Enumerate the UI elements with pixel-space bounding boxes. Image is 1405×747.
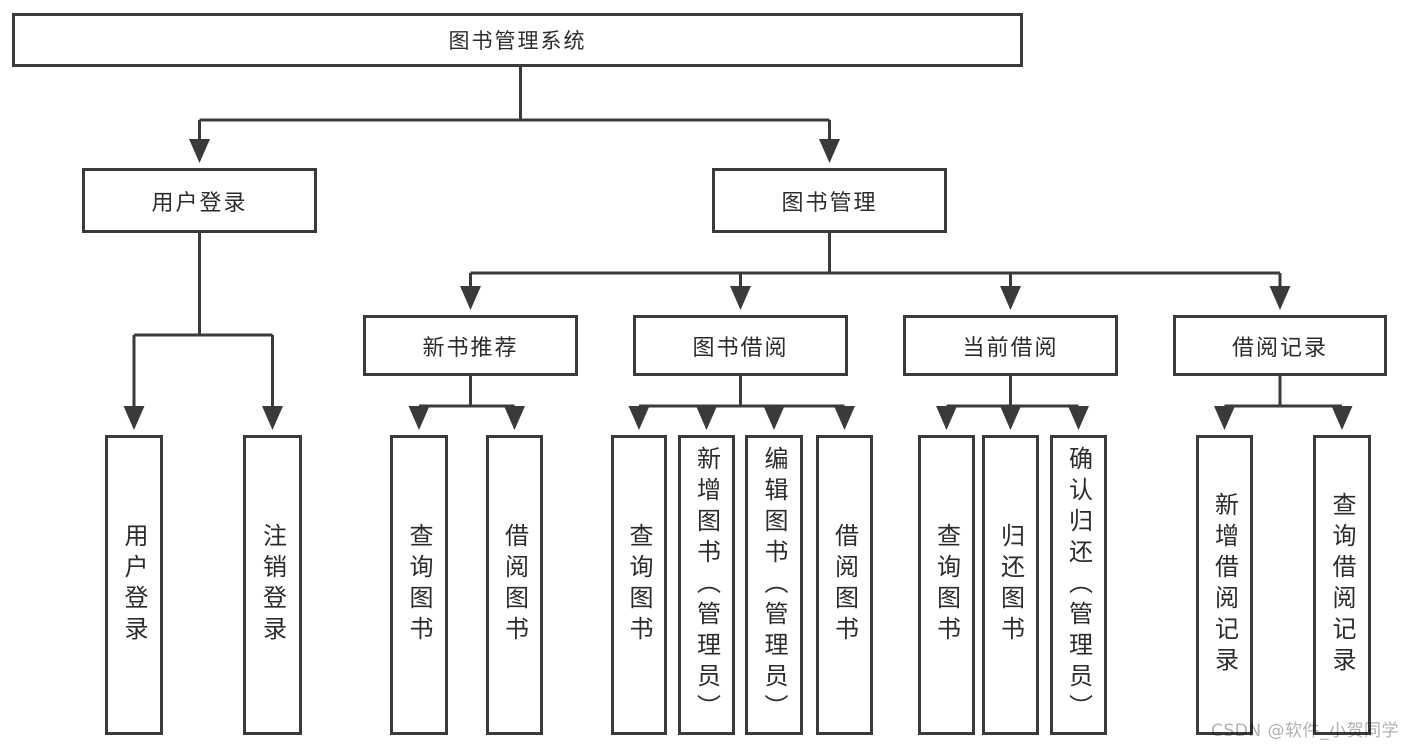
node-book-management-label: 图书管理 bbox=[781, 190, 878, 216]
node-book-borrow: 图书借阅 bbox=[633, 315, 848, 376]
leaf-query-books-borrow-label: 查询图书 bbox=[625, 523, 653, 647]
leaf-user-login: 用户登录 bbox=[105, 435, 163, 735]
node-new-book-recommend-label: 新书推荐 bbox=[422, 335, 519, 361]
leaf-logout-label: 注销登录 bbox=[258, 523, 287, 647]
leaf-return-book: 归还图书 bbox=[982, 435, 1039, 735]
node-borrow-records-label: 借阅记录 bbox=[1231, 335, 1328, 361]
leaf-query-borrow-record-label: 查询借阅记录 bbox=[1328, 492, 1356, 678]
leaf-add-book-admin-label: 新增图书（管理员） bbox=[692, 445, 721, 725]
csdn-watermark: CSDN @软件_小贺同学 bbox=[1211, 721, 1399, 741]
leaf-query-books-borrow: 查询图书 bbox=[611, 435, 667, 735]
leaf-add-book-admin: 新增图书（管理员） bbox=[678, 435, 735, 735]
leaf-edit-book-admin-label: 编辑图书（管理员） bbox=[760, 445, 788, 725]
node-current-borrow-label: 当前借阅 bbox=[962, 335, 1059, 361]
leaf-query-books-current: 查询图书 bbox=[918, 435, 975, 735]
node-library-system: 图书管理系统 bbox=[12, 13, 1023, 67]
leaf-query-books-recommend: 查询图书 bbox=[390, 435, 448, 735]
leaf-add-borrow-record-label: 新增借阅记录 bbox=[1210, 492, 1239, 678]
node-book-borrow-label: 图书借阅 bbox=[692, 335, 789, 361]
node-user-login: 用户登录 bbox=[82, 168, 317, 233]
leaf-borrow-books-label: 借阅图书 bbox=[830, 523, 859, 647]
connector-user-login bbox=[123, 233, 283, 430]
connector-root bbox=[189, 67, 840, 163]
leaf-add-borrow-record: 新增借阅记录 bbox=[1196, 435, 1253, 735]
leaf-confirm-return-admin: 确认归还（管理员） bbox=[1050, 435, 1107, 735]
connector-book-borrow bbox=[628, 376, 855, 430]
leaf-query-borrow-record: 查询借阅记录 bbox=[1313, 435, 1371, 735]
leaf-borrow-books-recommend-label: 借阅图书 bbox=[500, 523, 529, 647]
leaf-confirm-return-admin-label: 确认归还（管理员） bbox=[1064, 445, 1093, 725]
connector-borrow-records bbox=[1214, 376, 1353, 430]
leaf-borrow-books-recommend: 借阅图书 bbox=[486, 435, 543, 735]
node-user-login-label: 用户登录 bbox=[151, 190, 248, 216]
connector-new-book-recommend bbox=[408, 376, 525, 430]
node-book-management: 图书管理 bbox=[712, 168, 947, 233]
connector-book-management bbox=[460, 233, 1291, 310]
node-library-system-label: 图书管理系统 bbox=[448, 29, 587, 53]
node-new-book-recommend: 新书推荐 bbox=[363, 315, 578, 376]
leaf-query-books-current-label: 查询图书 bbox=[932, 523, 961, 647]
leaf-query-books-recommend-label: 查询图书 bbox=[405, 523, 433, 647]
leaf-edit-book-admin: 编辑图书（管理员） bbox=[745, 435, 803, 735]
node-current-borrow: 当前借阅 bbox=[903, 315, 1118, 376]
leaf-logout: 注销登录 bbox=[243, 435, 302, 735]
node-borrow-records: 借阅记录 bbox=[1173, 315, 1387, 376]
leaf-return-book-label: 归还图书 bbox=[996, 523, 1025, 647]
leaf-user-login-label: 用户登录 bbox=[120, 523, 148, 647]
leaf-borrow-books: 借阅图书 bbox=[816, 435, 873, 735]
connector-current-borrow bbox=[936, 376, 1089, 430]
